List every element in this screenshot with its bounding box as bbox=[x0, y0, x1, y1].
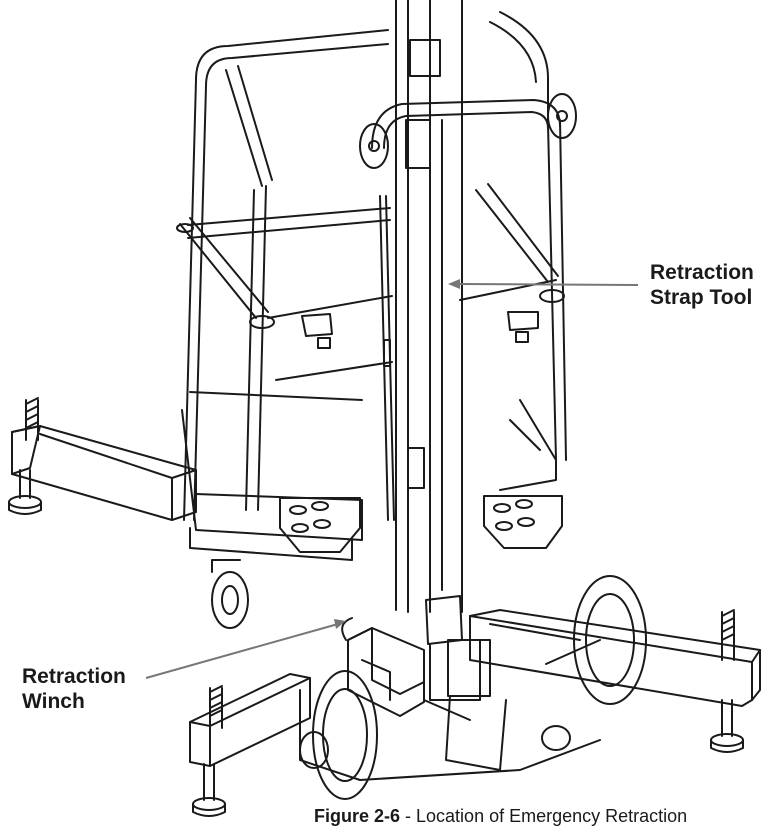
platform-basket bbox=[176, 11, 567, 541]
caption-text: - Location of Emergency Retraction bbox=[400, 806, 688, 826]
mast-handle bbox=[359, 93, 577, 169]
figure-number: Figure 2-6 bbox=[314, 806, 401, 826]
winch-label-line-2: Winch bbox=[22, 690, 85, 713]
winch-assembly bbox=[299, 595, 601, 781]
callout-leader-lines bbox=[145, 279, 639, 679]
front-outrigger bbox=[189, 673, 311, 817]
strap-label-line-2: Strap Tool bbox=[650, 286, 753, 309]
mast bbox=[379, 0, 463, 613]
right-outrigger bbox=[469, 609, 761, 753]
winch-label-line-1: Retraction bbox=[22, 665, 126, 688]
left-outrigger bbox=[8, 397, 197, 521]
figure-caption: Figure 2-6 - Location of Emergency Retra… bbox=[314, 806, 687, 827]
retraction-winch-label: Retraction Winch bbox=[22, 664, 126, 714]
retraction-strap-tool-label: Retraction Strap Tool bbox=[650, 260, 754, 310]
large-wheels bbox=[299, 575, 647, 800]
base-frame bbox=[189, 495, 571, 751]
strap-label-line-1: Retraction bbox=[650, 261, 754, 284]
